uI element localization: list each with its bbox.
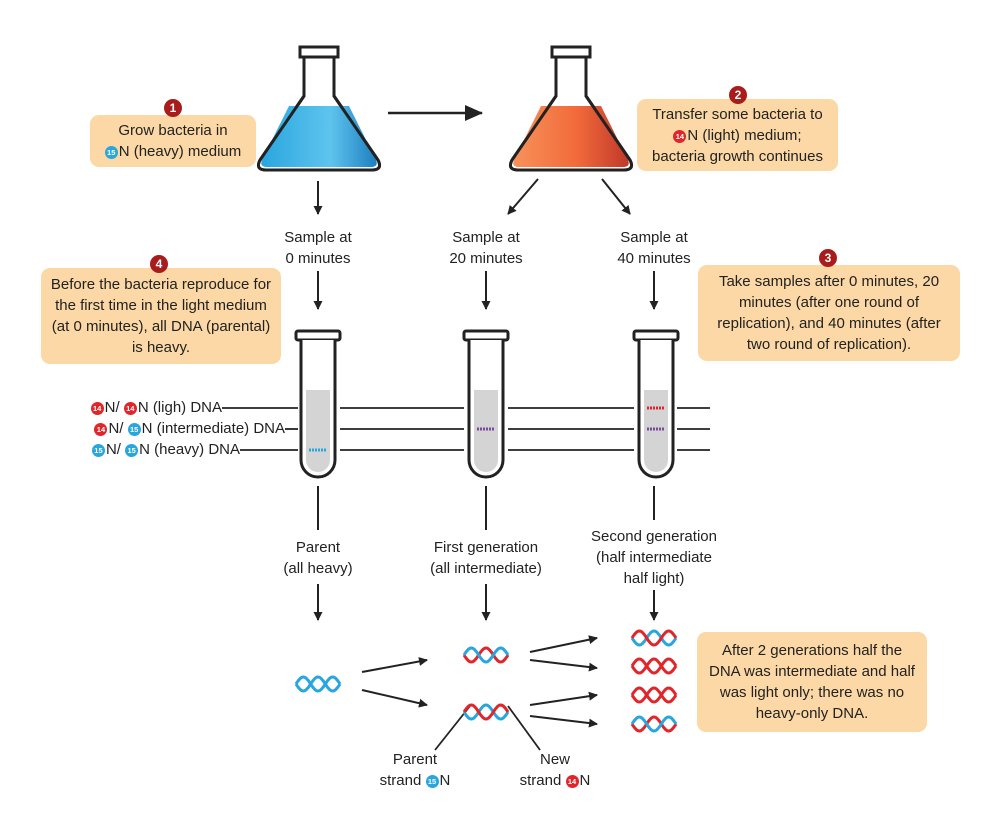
first-generation-label: First generation(all intermediate) [430,539,542,577]
band-reference-lines [222,407,710,451]
conclusion-box: After 2 generations half the DNA was int… [697,632,927,732]
tube-20-minutes [462,329,510,479]
dna-gen1-intermediate [462,646,510,664]
n15-isotope-icon: 15 [127,423,141,436]
dna-gen1-intermediate [462,703,510,721]
step-2-line3: bacteria growth continues [652,147,823,165]
n15-isotope-icon: 15 [125,444,139,457]
step-2-line1: Transfer some bacteria to [652,105,823,123]
dna-parent-heavy [294,675,342,693]
dna-gen2-light [630,657,678,675]
parent-generation-label: Parent(all heavy) [283,539,353,577]
tube-40-minutes [632,329,680,479]
new-strand-pointer [507,705,541,751]
heavy-medium-flask [257,45,381,172]
step-4-badge: 4 [150,255,168,273]
n15-isotope-icon: 15 [91,444,105,457]
n14-isotope-icon: 14 [90,402,104,415]
step-1-line1: Grow bacteria in [118,122,228,139]
step-3-text: Take samples after 0 minutes, 20 minutes… [717,273,941,353]
step-2-badge: 2 [729,86,747,104]
flask2-to-sample40-arrow [601,178,631,215]
dna-gen2-intermediate [630,715,678,733]
replication-arrows [361,635,598,728]
step-1-badge: 1 [164,99,182,117]
step-4-box: Before the bacteria reproduce for the fi… [41,268,281,364]
step-4-text: Before the bacteria reproduce for the fi… [50,276,272,356]
n14-isotope-icon: 14 [123,402,137,415]
dna-gen2-light [630,686,678,704]
step-3-badge: 3 [819,249,837,267]
n15-isotope-icon: 15 [104,146,118,159]
step-3-box: Take samples after 0 minutes, 20 minutes… [698,265,960,361]
n14-isotope-icon: 14 [673,129,687,143]
tube-0-minutes [294,329,342,479]
dna-gen2-intermediate [630,629,678,647]
light-medium-flask [509,45,633,172]
flask2-to-sample20-arrow [507,178,539,215]
n14-isotope-icon: 14 [94,423,108,436]
n14-isotope-icon: 14 [565,775,579,788]
conclusion-text: After 2 generations half the DNA was int… [709,642,915,722]
n15-isotope-icon: 15 [425,775,439,788]
dna-helices [294,629,678,733]
